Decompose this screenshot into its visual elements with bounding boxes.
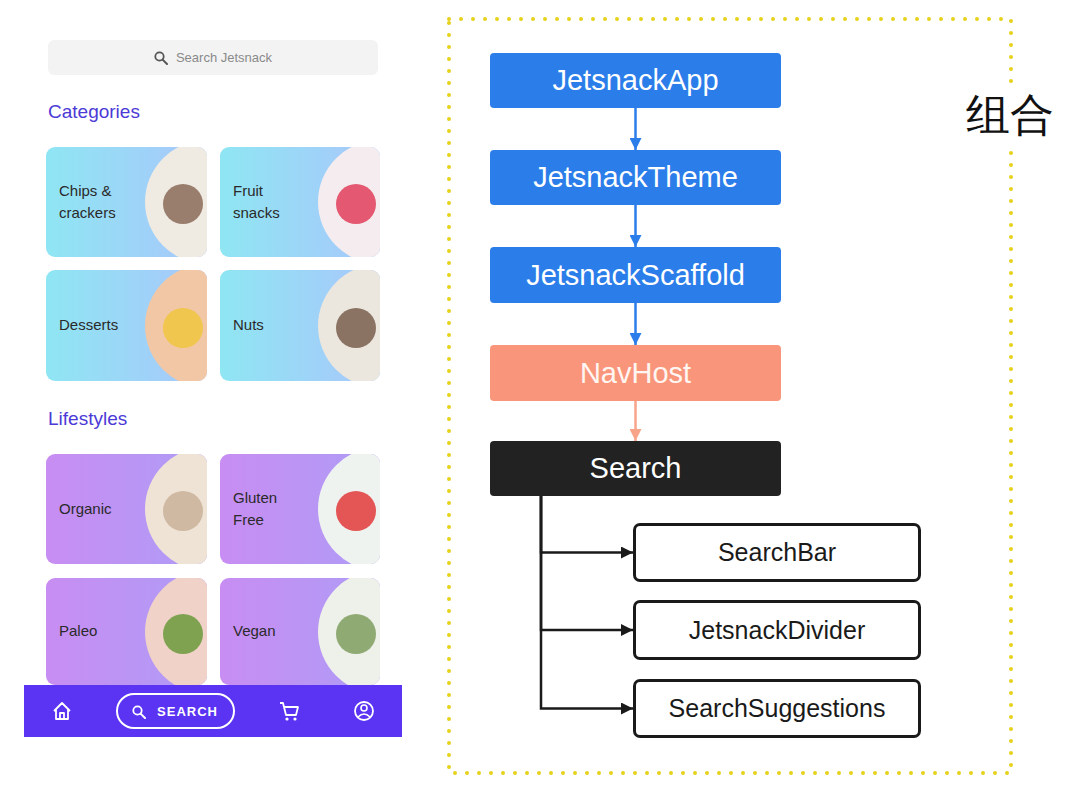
composable-box: JetsnackTheme	[490, 150, 781, 205]
node-text: Desserts	[59, 314, 118, 337]
node-text: Vegan	[233, 620, 276, 643]
category-card: Fruit snacks	[220, 147, 380, 257]
lifestyle-card: Gluten Free	[220, 454, 380, 564]
node-text: Organic	[59, 498, 112, 521]
connector	[634, 401, 637, 441]
food-detail	[336, 491, 376, 531]
home-icon	[54, 703, 70, 719]
connector	[541, 496, 633, 709]
child-box: JetsnackDivider	[633, 600, 921, 660]
node-text: Fruit snacks	[233, 180, 307, 225]
connector	[541, 496, 633, 553]
cart-icon	[280, 703, 298, 715]
connector	[541, 496, 633, 630]
food-detail	[336, 614, 376, 654]
section-heading: Lifestyles	[48, 408, 127, 430]
connector	[634, 108, 637, 150]
food-detail	[163, 491, 203, 531]
lifestyle-card: Vegan	[220, 578, 380, 685]
category-card: Desserts	[46, 270, 207, 381]
node-text: NavHost	[580, 357, 691, 390]
slide-title: 组合	[962, 84, 1058, 147]
food-detail	[163, 184, 203, 224]
node-text: JetsnackApp	[552, 64, 718, 97]
search-icon	[154, 51, 168, 65]
lifestyle-card: Organic	[46, 454, 207, 564]
lifestyle-card: Paleo	[46, 578, 207, 685]
node-text: SearchSuggestions	[669, 694, 886, 723]
category-card: Nuts	[220, 270, 380, 381]
account-body	[358, 714, 370, 717]
node-text: JetsnackTheme	[533, 161, 738, 194]
composable-box: JetsnackScaffold	[490, 247, 781, 303]
navhost-box: NavHost	[490, 345, 781, 401]
connector	[634, 205, 637, 247]
node-text: Chips & crackers	[59, 180, 133, 225]
account-head	[361, 705, 367, 711]
node-text: Nuts	[233, 314, 264, 337]
node-text: Search	[590, 452, 682, 485]
search-icon	[132, 705, 146, 719]
food-detail	[336, 184, 376, 224]
search-icon-handle	[163, 59, 167, 63]
node-text: JetsnackDivider	[689, 616, 865, 645]
node-text: SearchBar	[718, 538, 836, 567]
food-detail	[336, 308, 376, 348]
search-icon-handle	[141, 714, 145, 718]
nav-pill: SEARCH	[116, 693, 235, 729]
node-text: Search Jetsnack	[176, 50, 272, 65]
node-text: JetsnackScaffold	[526, 259, 745, 292]
node-text: Paleo	[59, 620, 97, 643]
food-detail	[163, 614, 203, 654]
search-bar: Search Jetsnack	[48, 40, 378, 75]
node-text: Gluten Free	[233, 487, 307, 532]
node-text: SEARCH	[157, 704, 218, 719]
dotted-region	[449, 19, 1011, 773]
category-card: Chips & crackers	[46, 147, 207, 257]
composable-box: JetsnackApp	[490, 53, 781, 108]
child-box: SearchSuggestions	[633, 679, 921, 738]
cart-wheel	[293, 717, 296, 720]
account-icon	[355, 702, 373, 720]
section-heading: Categories	[48, 101, 140, 123]
bottom-nav-bar	[24, 685, 402, 737]
connector	[634, 303, 637, 345]
cart-wheel	[285, 717, 288, 720]
screen-box: Search	[490, 441, 781, 496]
food-detail	[163, 308, 203, 348]
child-box: SearchBar	[633, 523, 921, 582]
